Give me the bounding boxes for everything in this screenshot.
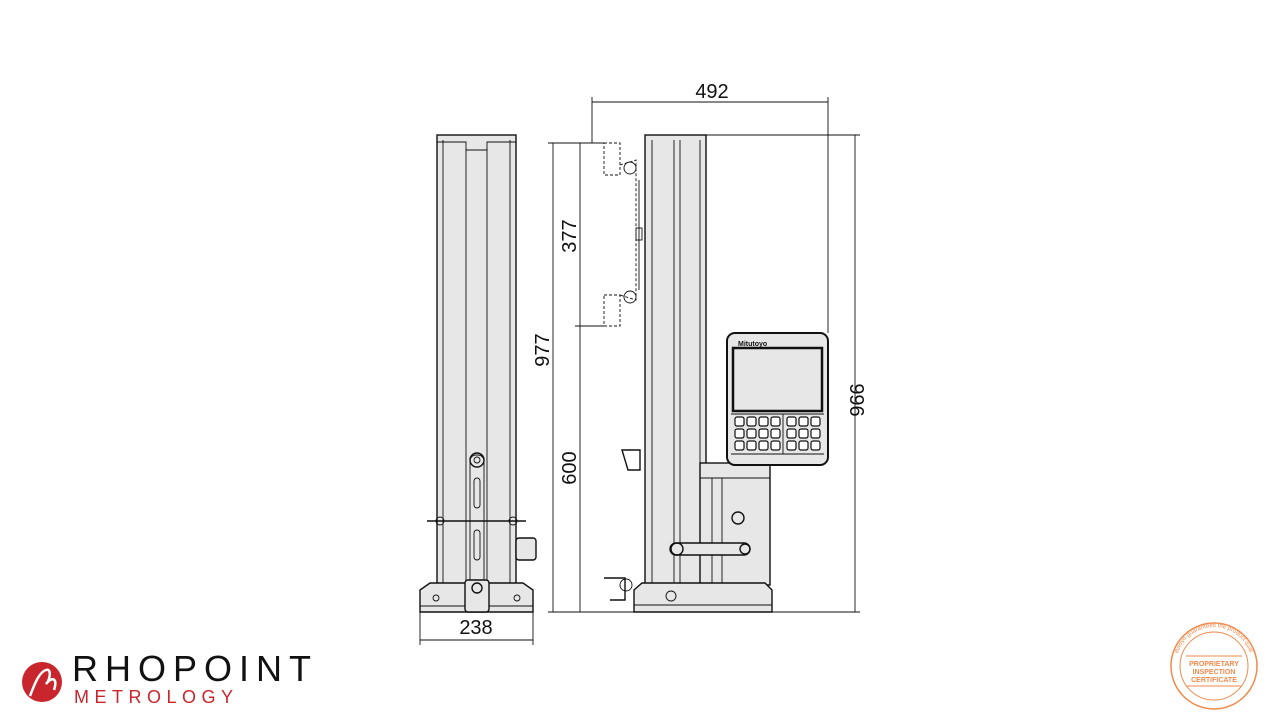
dimension-height: 996 <box>706 134 867 613</box>
svg-text:CERTIFICATE: CERTIFICATE <box>1191 677 1237 684</box>
logo-sub: METROLOGY <box>74 687 239 707</box>
keypad-key <box>810 416 821 427</box>
keypad-key <box>798 416 809 427</box>
side-view: Mitutoyo <box>603 134 829 613</box>
rhopoint-logo-icon <box>22 662 62 702</box>
keypad-key <box>758 428 769 439</box>
keypad-key <box>770 440 781 451</box>
keypad-key <box>810 440 821 451</box>
dimension-base-width: 238 <box>419 612 534 645</box>
dim-600-label: 600 <box>559 451 581 484</box>
svg-text:Mitutoyo guarantees the produc: Mitutoyo guarantees the product quality <box>0 0 1254 654</box>
dim-996-label: 996 <box>845 383 867 416</box>
keypad-key <box>770 416 781 427</box>
keypad-key <box>746 440 757 451</box>
front-view <box>419 134 537 613</box>
panel-brand: Mitutoyo <box>738 341 767 348</box>
logo-name: RHOPOINT <box>72 648 319 689</box>
keypad-key <box>734 416 745 427</box>
keypad-key <box>786 416 797 427</box>
keypad-key <box>734 428 745 439</box>
keypad-key <box>798 428 809 439</box>
keypad-key <box>786 440 797 451</box>
keypad-key <box>734 440 745 451</box>
keypad-key <box>786 428 797 439</box>
inspection-certificate-stamp: Mitutoyo guarantees the product quality … <box>0 0 1258 710</box>
keypad-key <box>758 440 769 451</box>
dim-492-label: 492 <box>695 81 728 103</box>
keypad-key <box>746 428 757 439</box>
svg-text:INSPECTION: INSPECTION <box>1193 669 1236 676</box>
dimension-range: 977 377 600 <box>532 142 634 613</box>
keypad-key <box>770 428 781 439</box>
dimension-depth: 492 <box>591 81 829 333</box>
keypad-key <box>758 416 769 427</box>
stamp-ring-text: Mitutoyo guarantees the product quality <box>0 0 1254 654</box>
dim-238-label: 238 <box>459 617 492 639</box>
keypad-key <box>798 440 809 451</box>
svg-text:PROPRIETARY: PROPRIETARY <box>1189 661 1239 668</box>
keypad-key <box>746 416 757 427</box>
dim-377-label: 377 <box>559 219 581 252</box>
dim-977-label: 977 <box>532 333 554 366</box>
keypad-key <box>810 428 821 439</box>
